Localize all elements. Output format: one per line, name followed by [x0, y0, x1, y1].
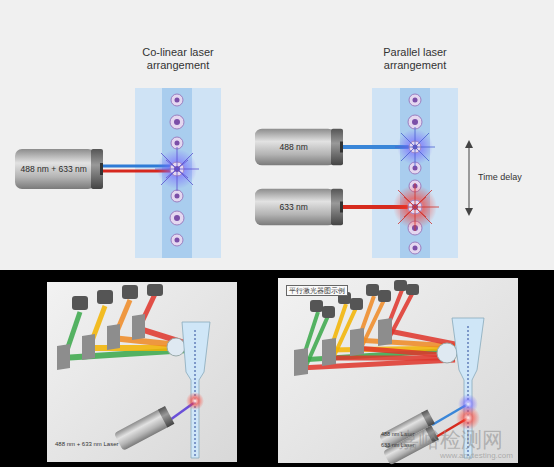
laser-label: 633 nm	[255, 202, 332, 212]
cell-nucleus	[175, 194, 180, 199]
panel-heading: Parallel laser arrangement	[359, 46, 471, 71]
top-panel	[0, 0, 554, 270]
sparkle	[395, 127, 435, 167]
laser-aperture	[100, 163, 103, 175]
cell	[409, 94, 421, 106]
detector	[72, 296, 88, 310]
arrow-head	[465, 140, 473, 148]
cell	[171, 234, 183, 246]
cell-nucleus	[175, 98, 180, 103]
cell-nucleus	[175, 238, 180, 243]
laser-cap	[91, 149, 103, 189]
laser-body	[255, 129, 335, 166]
sparkle	[391, 183, 439, 231]
watermark: www.anytesting.com	[440, 451, 513, 460]
detector	[122, 285, 138, 299]
flow-cell	[372, 88, 458, 258]
time-delay-arrow	[469, 143, 470, 213]
cell-nucleus	[174, 119, 180, 125]
cell	[170, 115, 184, 129]
arrow-head	[465, 208, 473, 216]
detector	[406, 284, 419, 295]
laser	[114, 406, 175, 451]
detector	[394, 280, 407, 291]
cell	[171, 94, 183, 106]
mirror	[294, 348, 308, 376]
detector	[378, 290, 391, 302]
mirror	[57, 344, 70, 370]
laser-box: 488 nm + 633 nm	[15, 145, 103, 193]
laser-cap	[421, 409, 435, 426]
cell-nucleus	[413, 246, 418, 251]
excitation-glow	[456, 406, 480, 430]
flow-cell	[182, 322, 210, 458]
panel-heading: Co-linear laser arrangement	[122, 46, 234, 71]
laser-cap	[158, 406, 174, 427]
cell-nucleus	[174, 215, 180, 221]
mirror	[82, 334, 95, 360]
mirror	[350, 328, 364, 356]
watermark: 嘉峪检测网	[398, 428, 503, 452]
laser-aperture	[340, 142, 343, 153]
flow-channel	[400, 88, 430, 258]
detector	[310, 300, 323, 312]
cell-nucleus	[412, 119, 418, 125]
excitation-glow	[186, 392, 204, 410]
flow-cell	[135, 88, 221, 258]
cell-nucleus	[175, 141, 180, 146]
laser-label: 488 nm + 633 nm	[15, 164, 92, 174]
laser-body	[255, 189, 335, 226]
laser-box: 633 nm	[255, 185, 343, 229]
mirror	[107, 324, 120, 350]
emission-beam	[384, 330, 455, 344]
detector	[366, 284, 379, 296]
detector	[350, 298, 363, 310]
cell	[408, 115, 422, 129]
mirror	[132, 314, 145, 340]
optics	[57, 284, 210, 458]
laser-box: 488 nm	[255, 125, 343, 169]
laser-body	[15, 149, 95, 189]
detector	[147, 284, 163, 296]
laser-label: 488 nm	[255, 142, 332, 152]
laser-cap	[331, 189, 343, 226]
cell	[171, 190, 183, 202]
inset-photo	[278, 278, 518, 463]
detector	[97, 290, 113, 304]
caption-box: 平行激光器图示例	[286, 285, 348, 296]
annotation: Time delay	[478, 172, 522, 182]
bottom-panel	[0, 270, 554, 467]
cell	[409, 242, 421, 254]
mirror	[378, 318, 392, 346]
cell	[170, 211, 184, 225]
sparkle	[155, 147, 199, 191]
laser-aperture	[340, 202, 343, 213]
inset-photo	[47, 282, 237, 462]
detector	[322, 306, 335, 318]
laser-cap	[331, 129, 343, 166]
mirror	[322, 338, 336, 366]
lens	[167, 338, 185, 356]
lens	[437, 343, 457, 363]
cell-nucleus	[413, 98, 418, 103]
laser-label: 488 nm + 633 nm Laser	[55, 441, 119, 448]
